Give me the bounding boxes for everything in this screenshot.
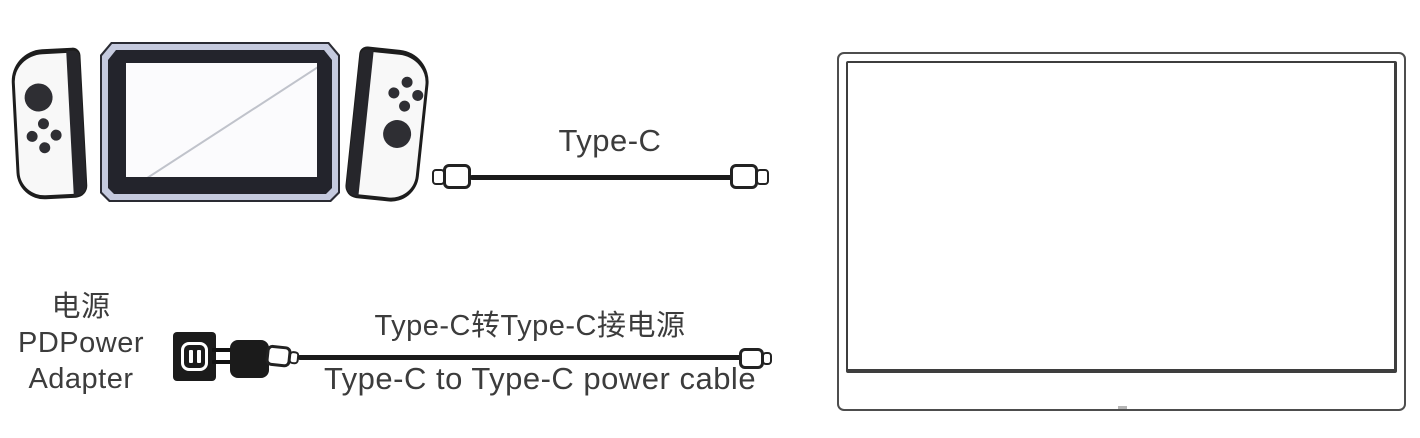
monitor-icon — [837, 52, 1406, 411]
outlet-slot — [188, 350, 193, 363]
plug-body — [730, 164, 758, 189]
plug-tip — [756, 168, 769, 185]
outlet-slot — [196, 350, 201, 363]
dpad-up-button-icon — [37, 118, 50, 130]
power-cable-label-en: Type-C to Type-C power cable — [323, 361, 757, 396]
analog-stick-icon — [381, 118, 413, 150]
usb-c-plug-power-right-icon — [739, 348, 772, 369]
power-adapter-brick-icon — [230, 340, 269, 378]
usb-c-plug-right-icon — [730, 164, 769, 189]
screen-glare — [126, 63, 317, 177]
adapter-prong-icon — [212, 360, 234, 364]
adapter-prong-icon — [212, 348, 234, 352]
switch-console-icon — [100, 42, 340, 202]
analog-stick-icon — [23, 82, 54, 113]
usb-c-plug-left-icon — [432, 164, 471, 189]
dpad-right-button-icon — [50, 129, 62, 141]
x-button-icon — [401, 76, 414, 89]
power-adapter-label-en1: PDPower — [18, 327, 144, 359]
console-screen — [126, 63, 317, 177]
typec-cable-line — [470, 175, 733, 180]
dpad-left-button-icon — [26, 130, 38, 143]
power-cable-label-cn: Type-C转Type-C接电源 — [374, 310, 686, 342]
power-adapter-label-cn: 电源 — [51, 291, 111, 323]
typec-cable-label: Type-C — [558, 123, 662, 158]
monitor-screen — [846, 61, 1397, 373]
plug-tip — [762, 352, 772, 365]
outlet-face — [181, 342, 208, 371]
dpad-down-button-icon — [38, 141, 51, 154]
joycon-rail-icon — [66, 50, 87, 196]
wall-outlet-icon — [173, 332, 216, 381]
joycon-right-icon — [344, 45, 432, 205]
power-cable-line — [298, 355, 741, 360]
power-adapter-label: 电源 PDPower Adapter — [0, 289, 162, 397]
y-button-icon — [387, 86, 400, 99]
a-button-icon — [411, 89, 424, 102]
joycon-left-icon — [10, 47, 88, 201]
b-button-icon — [398, 100, 411, 113]
plug-body — [443, 164, 471, 189]
power-adapter-label-en2: Adapter — [28, 363, 134, 395]
monitor-notch — [1117, 406, 1127, 409]
joycon-rail-icon — [345, 48, 374, 197]
